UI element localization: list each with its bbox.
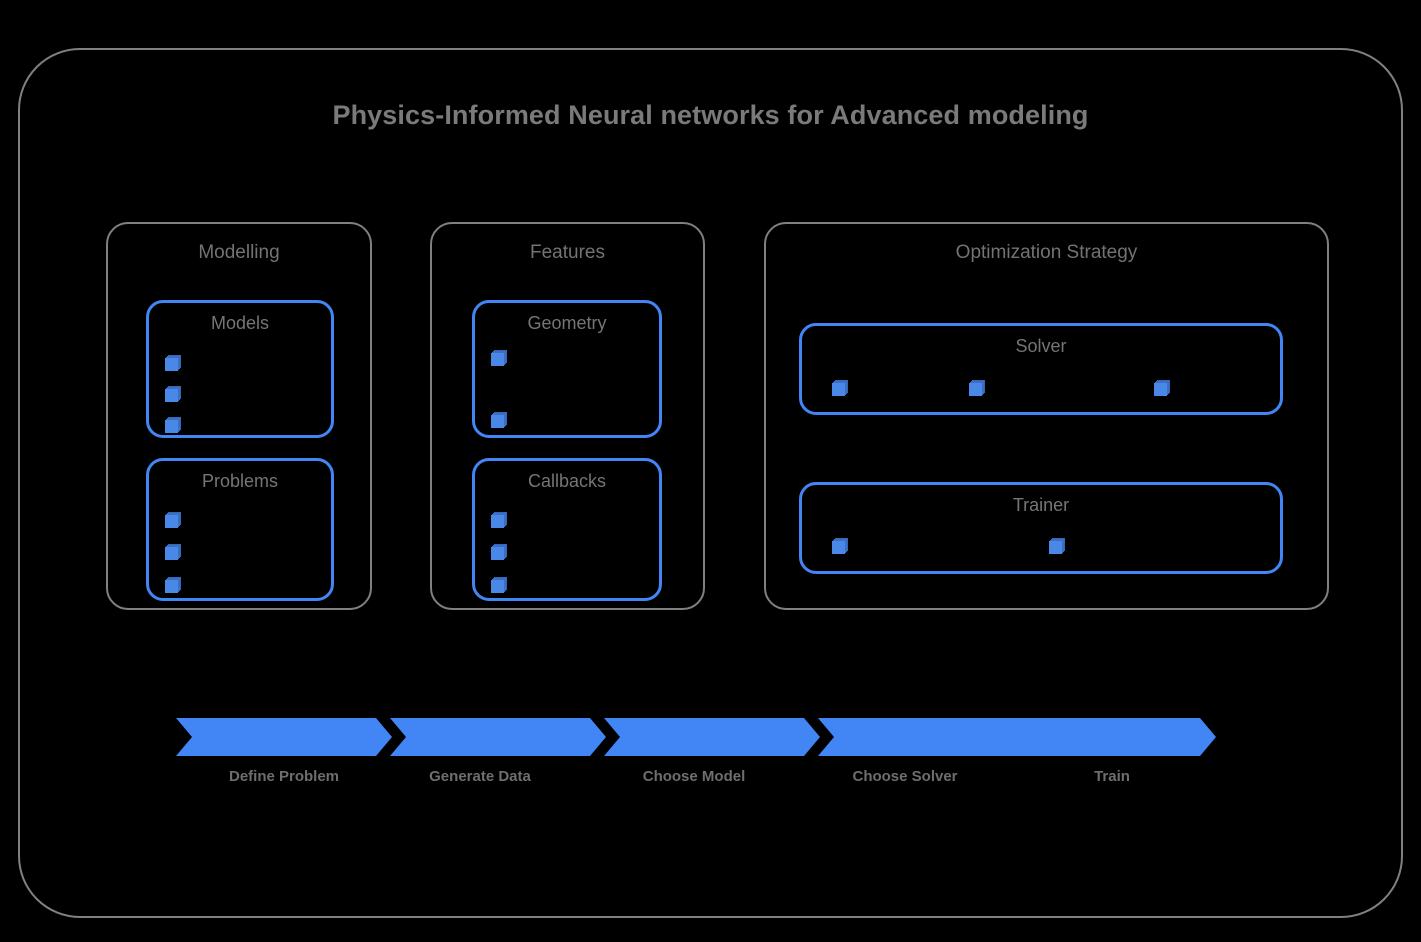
bullet-cube-icon	[491, 547, 504, 560]
bullet-cube-icon	[491, 353, 504, 366]
bullet-cube-icon	[165, 420, 178, 433]
box-models[interactable]: Models	[146, 300, 334, 438]
box-title-callbacks: Callbacks	[527, 471, 607, 491]
box-title-models: Models	[210, 313, 270, 333]
flow-chevron-define-problem[interactable]	[176, 718, 392, 756]
flow-chevron-train[interactable]	[1002, 718, 1216, 756]
flow-label-train: Train	[1094, 768, 1130, 785]
box-title-geometry: Geometry	[527, 313, 607, 333]
page-title: Physics-Informed Neural networks for Adv…	[332, 100, 1089, 130]
group-panel-modelling: Modelling	[106, 222, 372, 610]
bullet-cube-icon	[969, 383, 982, 396]
outer-container-frame	[18, 48, 1403, 918]
flow-chevron-generate-data[interactable]	[390, 718, 606, 756]
bullet-cube-icon	[832, 383, 845, 396]
bullet-cube-icon	[165, 547, 178, 560]
flow-label-choose-solver: Choose Solver	[852, 768, 958, 785]
box-trainer[interactable]: Trainer	[799, 482, 1283, 574]
box-geometry[interactable]: Geometry	[472, 300, 662, 438]
bullet-cube-icon	[1049, 541, 1062, 554]
bullet-cube-icon	[1154, 383, 1167, 396]
bullet-cube-icon	[165, 358, 178, 371]
group-title-modelling: Modelling	[198, 242, 280, 263]
flow-chevron-choose-model[interactable]	[604, 718, 820, 756]
group-title-features: Features	[530, 242, 605, 263]
group-panel-features: Features	[430, 222, 705, 610]
bullet-cube-icon	[832, 541, 845, 554]
process-flow	[176, 718, 1216, 756]
bullet-cube-icon	[491, 415, 504, 428]
group-title-optimization-strategy: Optimization Strategy	[955, 242, 1138, 263]
box-problems[interactable]: Problems	[146, 458, 334, 601]
flow-label-define-problem: Define Problem	[228, 768, 340, 785]
bullet-cube-icon	[491, 580, 504, 593]
bullet-cube-icon	[491, 515, 504, 528]
flow-label-choose-model: Choose Model	[642, 768, 746, 785]
bullet-cube-icon	[165, 515, 178, 528]
group-panel-optimization-strategy: Optimization Strategy	[764, 222, 1329, 610]
box-solver[interactable]: Solver	[799, 323, 1283, 415]
flow-chevron-choose-solver[interactable]	[818, 718, 1034, 756]
box-callbacks[interactable]: Callbacks	[472, 458, 662, 601]
box-title-solver: Solver	[1015, 336, 1067, 356]
bullet-cube-icon	[165, 580, 178, 593]
box-title-trainer: Trainer	[1012, 495, 1070, 515]
box-title-problems: Problems	[201, 471, 279, 491]
bullet-cube-icon	[165, 389, 178, 402]
flow-label-generate-data: Generate Data	[429, 768, 531, 785]
